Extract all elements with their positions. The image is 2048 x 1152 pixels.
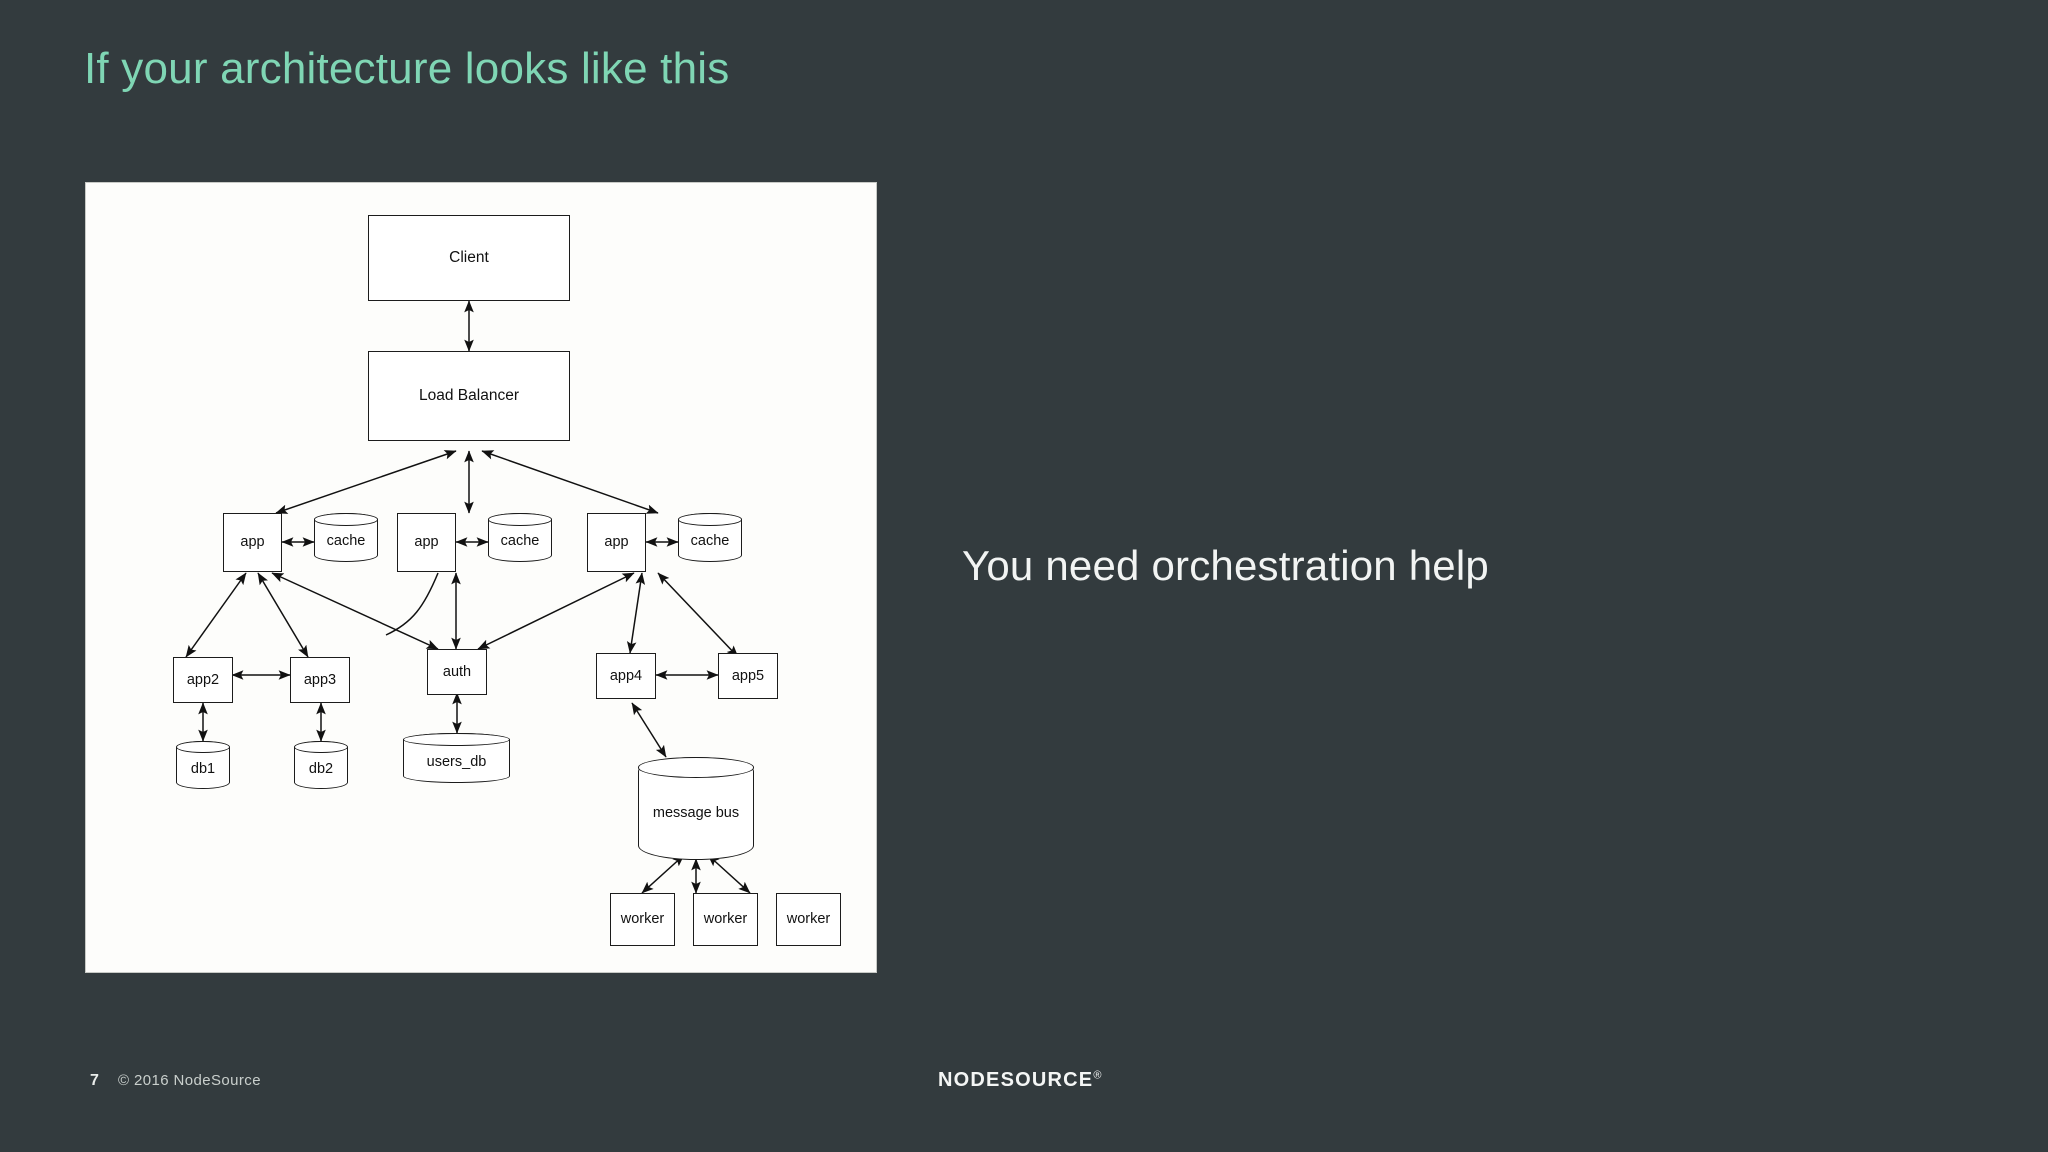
node-auth[interactable]: auth xyxy=(427,649,487,695)
node-users-db[interactable]: users_db xyxy=(403,733,510,783)
node-worker-3-label: worker xyxy=(786,911,831,928)
node-message-bus-label: message bus xyxy=(652,805,740,822)
cylinder-top xyxy=(314,513,378,526)
cylinder-top xyxy=(678,513,742,526)
node-load-balancer-label: Load Balancer xyxy=(419,387,519,405)
node-auth-label: auth xyxy=(442,663,472,680)
cylinder-top xyxy=(488,513,552,526)
node-cache-c[interactable]: cache xyxy=(678,513,742,562)
node-app4-label: app4 xyxy=(609,667,643,684)
footer-brand-name: NODESOURCE xyxy=(938,1069,1094,1091)
node-cache-c-label: cache xyxy=(690,533,730,550)
node-worker-2-label: worker xyxy=(703,911,748,928)
node-app3[interactable]: app3 xyxy=(290,657,350,703)
node-cache-a[interactable]: cache xyxy=(314,513,378,562)
node-app-a[interactable]: app xyxy=(223,513,282,572)
node-worker-2[interactable]: worker xyxy=(693,893,758,946)
cylinder-top xyxy=(638,757,754,778)
page-title: If your architecture looks like this xyxy=(84,44,730,93)
footer-copyright: © 2016 NodeSource xyxy=(118,1072,261,1089)
node-db1[interactable]: db1 xyxy=(176,741,230,789)
node-db2-label: db2 xyxy=(308,760,334,777)
node-app2-label: app2 xyxy=(186,671,220,688)
diagram-stage: Client Load Balancer app cache app cache xyxy=(86,183,876,972)
cylinder-top xyxy=(403,733,510,746)
headline-text: You need orchestration help xyxy=(962,542,1489,589)
node-worker-3[interactable]: worker xyxy=(776,893,841,946)
node-app-a-label: app xyxy=(240,534,265,551)
architecture-diagram-panel: Client Load Balancer app cache app cache xyxy=(85,182,877,973)
node-load-balancer[interactable]: Load Balancer xyxy=(368,351,570,441)
footer-page-number: 7 xyxy=(90,1072,99,1089)
node-app5-label: app5 xyxy=(731,667,765,684)
node-worker-1-label: worker xyxy=(620,911,665,928)
node-cache-b-label: cache xyxy=(500,533,540,550)
node-app-b[interactable]: app xyxy=(397,513,456,572)
node-worker-1[interactable]: worker xyxy=(610,893,675,946)
node-app-c[interactable]: app xyxy=(587,513,646,572)
node-app3-label: app3 xyxy=(303,671,337,688)
node-message-bus[interactable]: message bus xyxy=(638,757,754,860)
node-app-c-label: app xyxy=(604,534,629,551)
node-app-b-label: app xyxy=(414,534,439,551)
node-cache-b[interactable]: cache xyxy=(488,513,552,562)
node-cache-a-label: cache xyxy=(326,533,366,550)
node-app5[interactable]: app5 xyxy=(718,653,778,699)
registered-trademark-icon: ® xyxy=(1093,1069,1103,1082)
node-app2[interactable]: app2 xyxy=(173,657,233,703)
node-users-db-label: users_db xyxy=(426,753,487,770)
node-db1-label: db1 xyxy=(190,760,216,777)
node-client-label: Client xyxy=(449,249,489,267)
node-app4[interactable]: app4 xyxy=(596,653,656,699)
node-client[interactable]: Client xyxy=(368,215,570,301)
diagram-edges xyxy=(185,300,751,894)
node-db2[interactable]: db2 xyxy=(294,741,348,789)
footer-brand-logo: NODESOURCE® xyxy=(938,1069,1103,1092)
